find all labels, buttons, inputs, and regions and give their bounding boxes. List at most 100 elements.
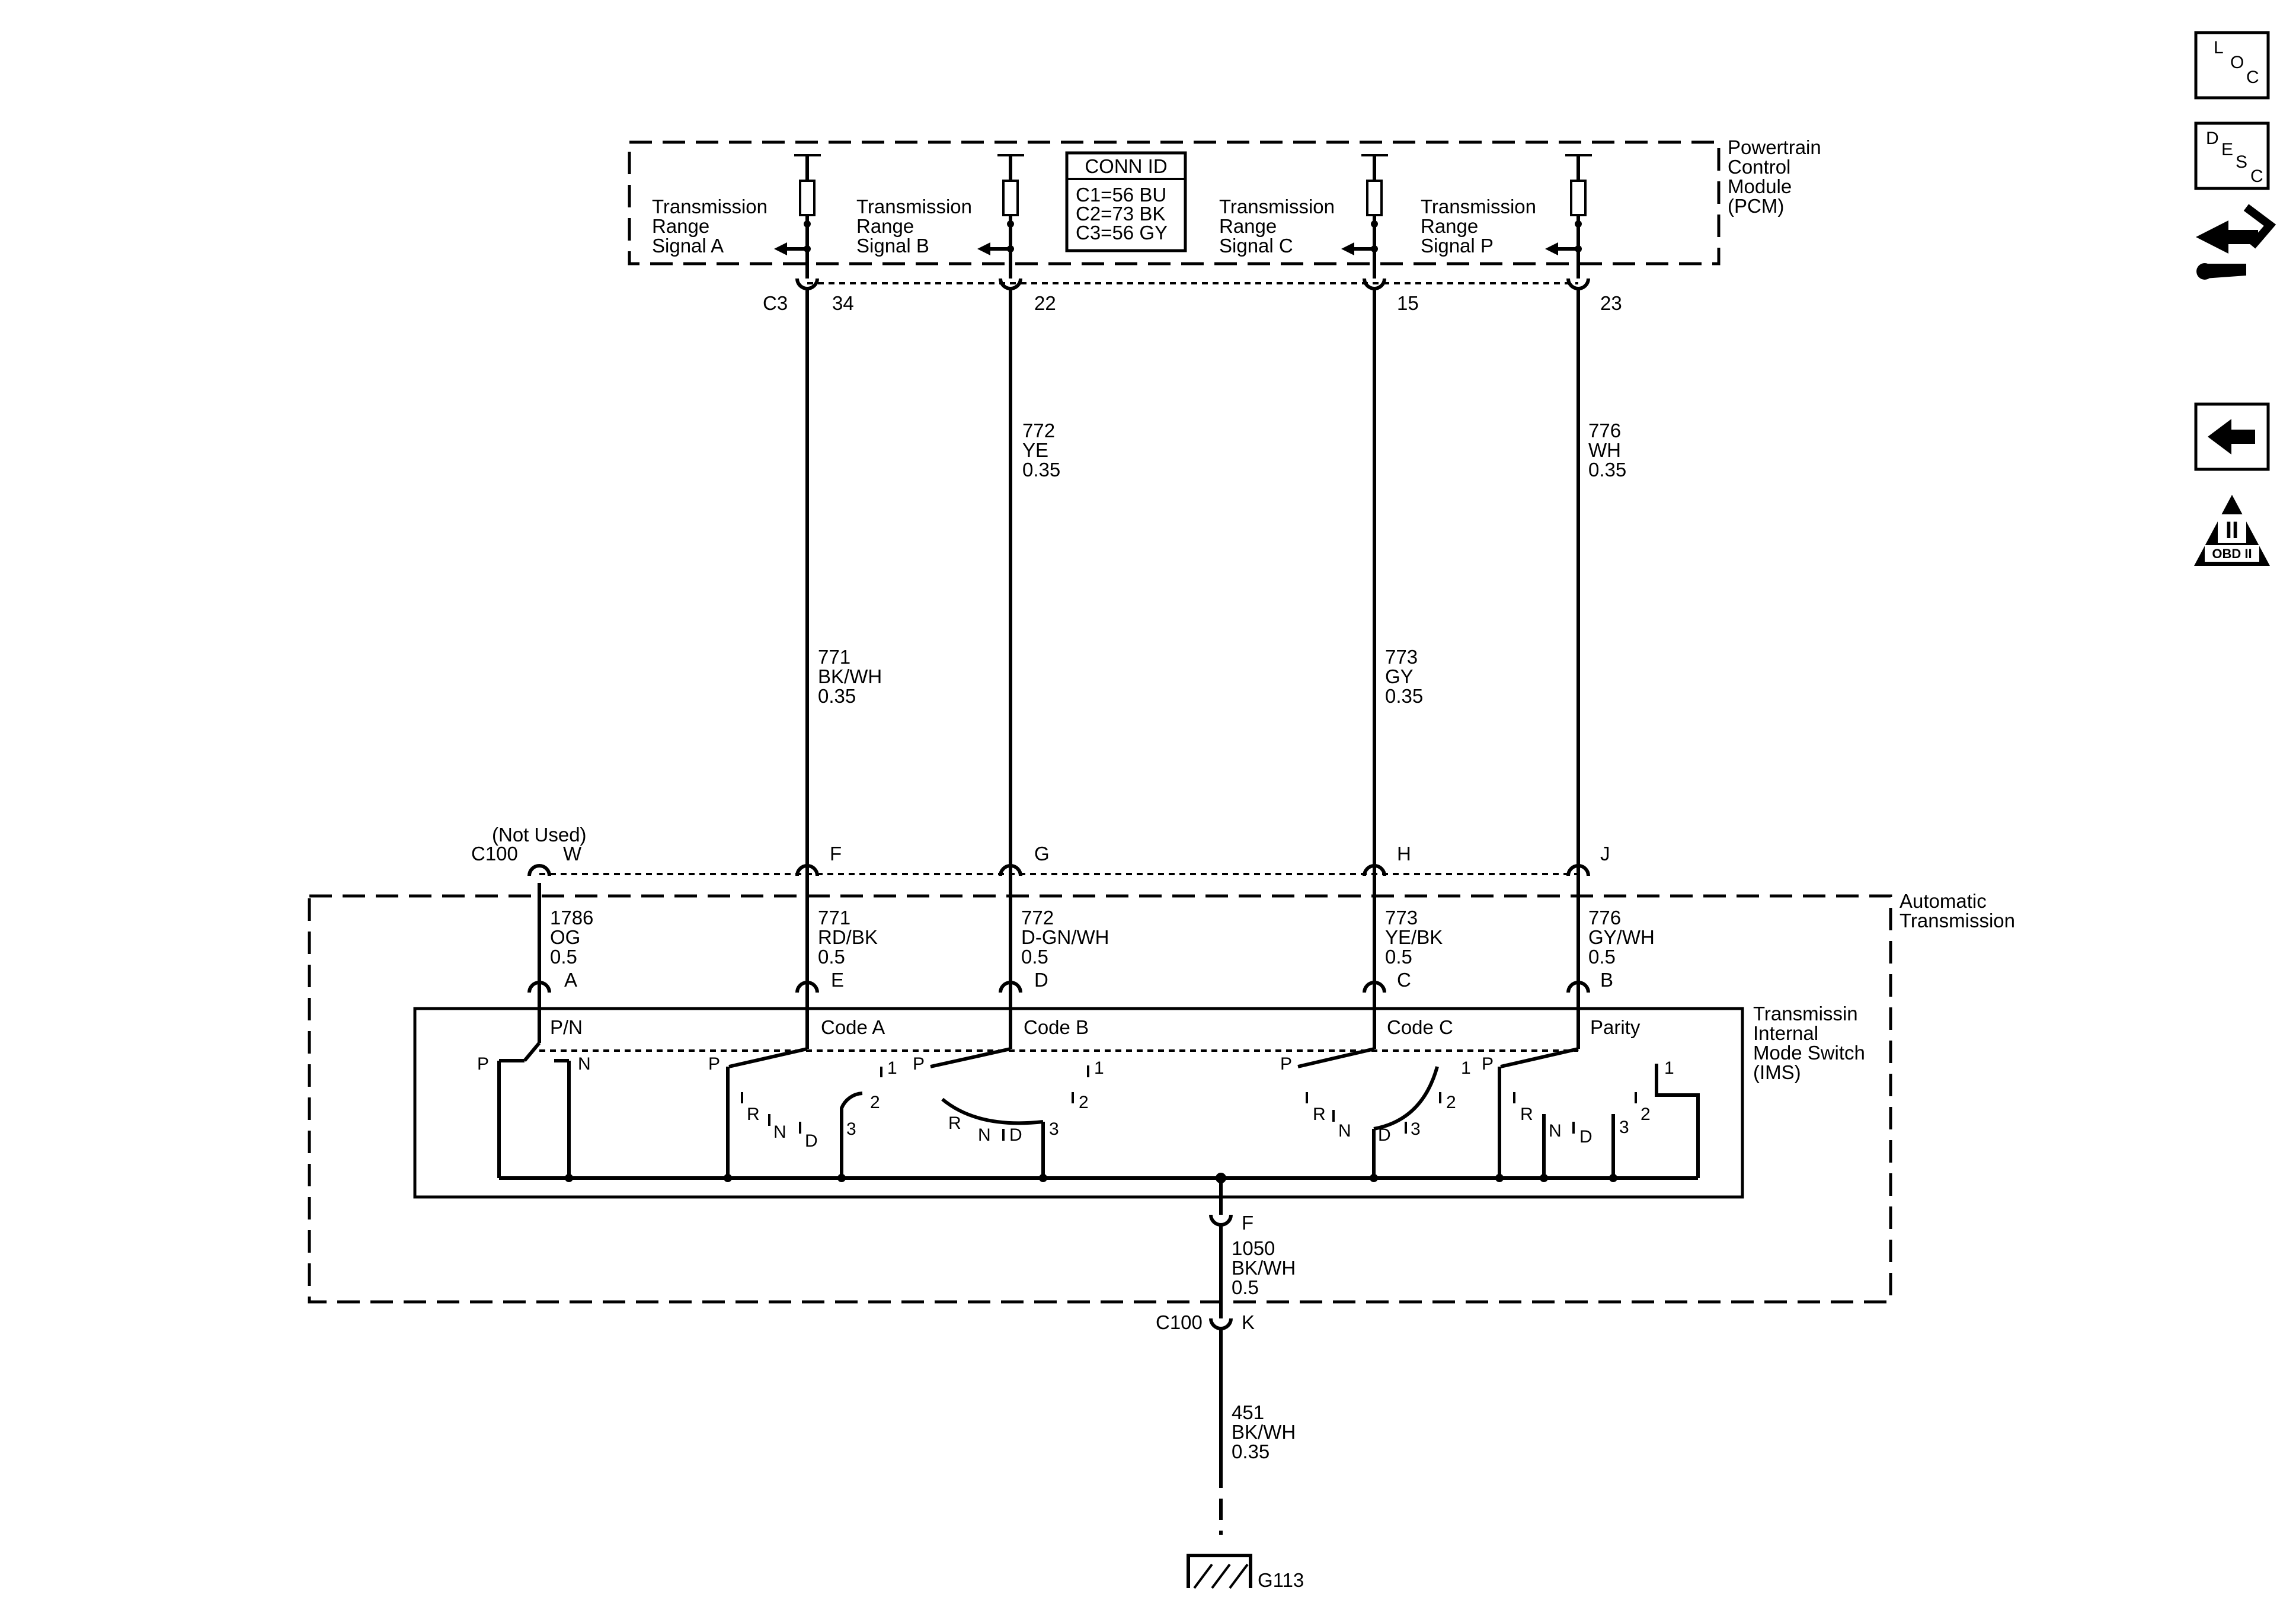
position-letter: N <box>978 1125 991 1145</box>
wire-label: 773 <box>1385 646 1418 668</box>
wire-label: 1050 <box>1232 1237 1275 1259</box>
conn-id-box: CONN ID C1=56 BU C2=73 BK C3=56 GY <box>1065 151 1187 252</box>
transmission-boundary <box>308 894 1892 1304</box>
wire-label: 0.5 <box>550 946 577 968</box>
wire-label: BK/WH <box>1232 1421 1296 1443</box>
signal-label: Range <box>652 215 709 237</box>
nav-desc-button[interactable]: D E S C <box>2194 121 2270 190</box>
position-letter: R <box>948 1113 961 1133</box>
pcm-module: Powertrain Control Module (PCM) CONN ID … <box>628 136 1821 314</box>
ims-section-label: Code C <box>1387 1016 1453 1038</box>
pin-letter: H <box>1397 843 1411 865</box>
pcm-label-line: Control <box>1728 156 1790 178</box>
c100-connector: (Not Used) C100 W F G H J <box>471 824 1610 883</box>
connector-name: C100 <box>471 843 518 865</box>
signal-label: Range <box>1219 215 1277 237</box>
pcm-signal-a: Transmission Range Signal A <box>652 154 821 279</box>
desc-letter: E <box>2221 140 2233 159</box>
wire-label: WH <box>1588 439 1621 461</box>
wire-label: 0.5 <box>1385 946 1412 968</box>
ims-label-line: (IMS) <box>1753 1061 1801 1083</box>
position-letter: D <box>1579 1127 1593 1147</box>
pin-letter: C <box>1397 969 1411 991</box>
pin-letter: W <box>563 843 582 865</box>
pin-letter: F <box>1242 1212 1253 1234</box>
position-letter: D <box>805 1131 818 1151</box>
transmission-label-line: Transmission <box>1900 910 2015 932</box>
wire-label: BK/WH <box>1232 1257 1296 1279</box>
not-used-label: (Not Used) <box>492 824 587 846</box>
wire-label: YE <box>1022 439 1048 461</box>
position-letter: N <box>1338 1121 1351 1141</box>
signal-label: Signal A <box>652 235 724 257</box>
position-letter: 2 <box>1446 1093 1456 1112</box>
ims-section-label: Code A <box>821 1016 885 1038</box>
pcm-signal-c: Transmission Range Signal C <box>1219 154 1388 279</box>
position-letter: 2 <box>1079 1093 1089 1112</box>
position-letter: 1 <box>1094 1058 1104 1078</box>
position-letter: R <box>747 1105 760 1124</box>
nav-schematic-icon[interactable] <box>2196 204 2276 280</box>
position-letter: 3 <box>1619 1118 1629 1137</box>
ims-label-line: Mode Switch <box>1753 1042 1865 1064</box>
pin-number: 15 <box>1397 292 1419 314</box>
pcm-label-line: (PCM) <box>1728 195 1784 217</box>
position-letter: 3 <box>1049 1119 1059 1139</box>
wire-label: 776 <box>1588 420 1621 441</box>
wire-label: 772 <box>1022 420 1055 441</box>
obd-roman: II <box>2225 517 2239 543</box>
wire-label: 772 <box>1021 907 1054 929</box>
position-letter: N <box>773 1122 786 1142</box>
wire-label: 0.35 <box>1232 1441 1269 1462</box>
conn-id-frame <box>1065 151 1187 252</box>
pin-letter: K <box>1242 1311 1255 1333</box>
ims-code-c-contacts: P R N D 3 2 1 <box>1280 1007 1471 1182</box>
ims-code-b-contacts: P R N D 3 2 1 <box>913 1007 1104 1182</box>
wire-label: YE/BK <box>1385 926 1443 948</box>
wire-label: GY/WH <box>1588 926 1655 948</box>
pin-letter: B <box>1600 969 1613 991</box>
wire-label: BK/WH <box>818 665 882 687</box>
wire-label: 776 <box>1588 907 1621 929</box>
connector-name: C100 <box>1156 1311 1203 1333</box>
wire-label: 0.35 <box>1385 685 1423 707</box>
pin-letter: A <box>564 969 577 991</box>
wire-label: 0.5 <box>1021 946 1048 968</box>
nav-loc-button[interactable]: L O C <box>2194 31 2270 100</box>
position-letter: P <box>477 1054 489 1074</box>
nav-obd-button[interactable]: II OBD II <box>2194 495 2270 566</box>
ims-label-line: Transmissin <box>1753 1003 1858 1025</box>
wire-label: 0.35 <box>1022 459 1060 481</box>
position-letter: 1 <box>1461 1058 1471 1078</box>
loc-letter: L <box>2214 38 2224 57</box>
ims-frame <box>413 1007 1744 1199</box>
position-letter: P <box>708 1054 720 1074</box>
wire-label: GY <box>1385 665 1414 687</box>
nav-back-button[interactable] <box>2194 402 2270 471</box>
ground-name: G113 <box>1258 1569 1304 1591</box>
position-letter: 2 <box>870 1093 880 1112</box>
loc-letter: C <box>2246 68 2259 87</box>
position-letter: 2 <box>1641 1105 1651 1124</box>
upper-wires: 772 YE 0.35 776 WH 0.35 771 BK/WH 0.35 7… <box>805 288 1626 863</box>
pin-number: 34 <box>832 292 854 314</box>
position-letter: N <box>1549 1121 1562 1141</box>
conn-id-line: C3=56 GY <box>1076 222 1168 244</box>
conn-id-line: C2=73 BK <box>1076 203 1165 225</box>
pin-number: 22 <box>1034 292 1056 314</box>
pin-letter: E <box>831 969 844 991</box>
transmission-label-line: Automatic <box>1900 890 1987 912</box>
position-letter: 1 <box>1664 1058 1674 1078</box>
signal-label: Transmission <box>856 196 972 217</box>
desc-letter: S <box>2236 152 2247 172</box>
connector-name: C3 <box>763 292 788 314</box>
ims-code-a-contacts: P R N D 3 2 1 <box>708 1007 897 1182</box>
wire-label: 0.35 <box>1588 459 1626 481</box>
back-arrow-icon <box>2208 419 2255 454</box>
wire-label: 771 <box>818 907 850 929</box>
ims-section-label: Parity <box>1590 1016 1641 1038</box>
pin-letter: F <box>830 843 842 865</box>
ims-switch: Transmissin Internal Mode Switch (IMS) P… <box>413 1003 1865 1199</box>
ims-section-label: Code B <box>1024 1016 1089 1038</box>
ims-label-line: Internal <box>1753 1022 1818 1044</box>
